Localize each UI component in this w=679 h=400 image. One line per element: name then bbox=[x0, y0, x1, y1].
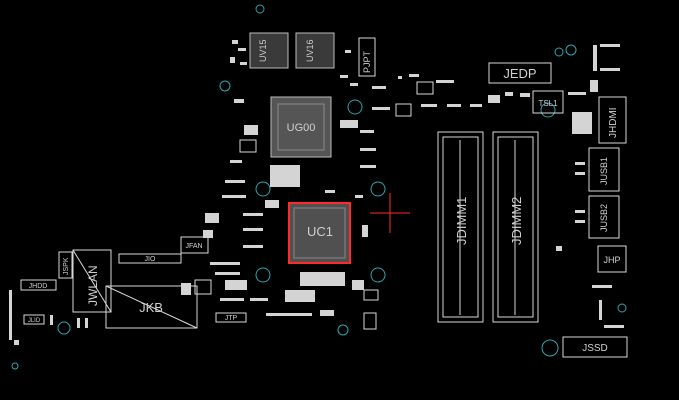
jhdd-label: JHDD bbox=[29, 283, 48, 290]
jlid-label: JLID bbox=[28, 318, 41, 324]
jssd-label: JSSD bbox=[582, 343, 608, 354]
jwlan-label: JWLAN bbox=[86, 265, 100, 306]
ug-label: UG00 bbox=[287, 122, 316, 134]
jhdmi-label: JHDMI bbox=[608, 107, 619, 138]
crosshair-cursor bbox=[370, 193, 410, 233]
pjpt-component[interactable]: PJPT bbox=[358, 37, 376, 77]
jfan-label: JFAN bbox=[185, 243, 202, 250]
jkb-connector[interactable]: JKB bbox=[105, 285, 198, 329]
dimm-slot-1[interactable]: JDIMM1 bbox=[437, 131, 484, 323]
mounting-holes bbox=[11, 4, 627, 370]
jspk-label: JSPK bbox=[63, 257, 70, 275]
jtp-connector[interactable]: JTP bbox=[215, 312, 247, 323]
uv15-label: UV15 bbox=[258, 39, 268, 62]
jlid-component[interactable]: JLID bbox=[23, 314, 45, 325]
tsl1-component[interactable]: TSL1 bbox=[532, 90, 564, 114]
vram-chip-uv15[interactable]: UV15 bbox=[249, 32, 289, 69]
jusb2-connector[interactable]: JUSB2 bbox=[588, 195, 620, 239]
jusb1-label: JUSB1 bbox=[599, 157, 609, 185]
jspk-connector[interactable]: JSPK bbox=[58, 251, 73, 279]
tsl1-label: TSL1 bbox=[538, 99, 558, 108]
uv16-label: UV16 bbox=[305, 39, 315, 62]
jhdd-connector[interactable]: JHDD bbox=[20, 279, 57, 291]
jwlan-connector[interactable]: JWLAN bbox=[72, 249, 112, 313]
jio-connector[interactable]: JIO bbox=[118, 253, 182, 264]
jio-label: JIO bbox=[145, 256, 156, 263]
jssd-connector[interactable]: JSSD bbox=[562, 336, 628, 358]
jfan-connector[interactable]: JFAN bbox=[180, 236, 209, 254]
jkb-label: JKB bbox=[139, 300, 163, 315]
jusb1-connector[interactable]: JUSB1 bbox=[588, 147, 620, 192]
uc1-label: UC1 bbox=[307, 224, 333, 239]
jtp-label: JTP bbox=[225, 315, 238, 322]
jhdmi-connector[interactable]: JHDMI bbox=[598, 96, 627, 144]
passive-components bbox=[9, 40, 624, 345]
jusb2-label: JUSB2 bbox=[599, 204, 609, 232]
jhp-connector[interactable]: JHP bbox=[597, 245, 627, 273]
jdimm1-label: JDIMM1 bbox=[454, 197, 469, 245]
pjpt-label: PJPT bbox=[362, 50, 372, 73]
cpu-chip-selected[interactable]: UC1 bbox=[288, 202, 351, 264]
jedp-label: JEDP bbox=[503, 66, 536, 81]
jhp-label: JHP bbox=[603, 255, 620, 265]
jdimm2-label: JDIMM2 bbox=[509, 197, 524, 245]
gpu-chip[interactable]: UG00 bbox=[270, 96, 332, 158]
jedp-connector[interactable]: JEDP bbox=[488, 62, 552, 84]
vram-chip-uv16[interactable]: UV16 bbox=[295, 32, 335, 69]
dimm-slot-2[interactable]: JDIMM2 bbox=[492, 131, 539, 323]
